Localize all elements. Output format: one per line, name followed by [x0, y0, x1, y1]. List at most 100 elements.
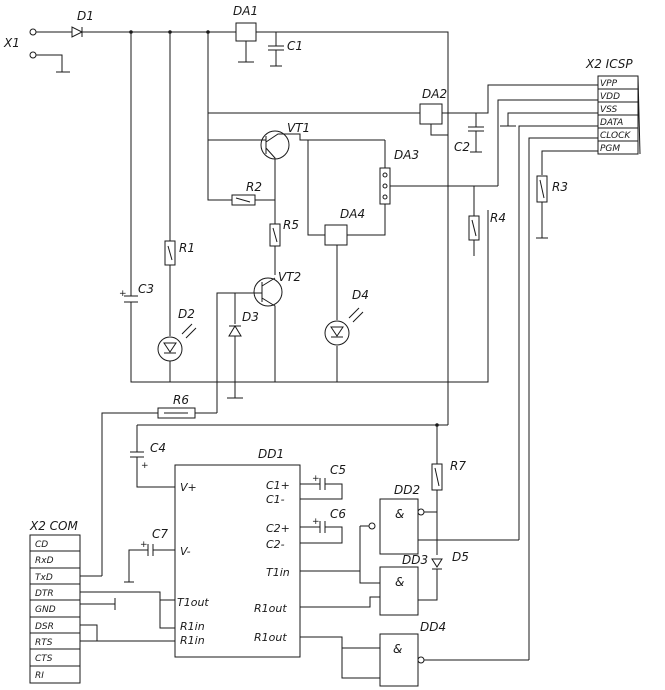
- d3-label: D3: [242, 310, 259, 324]
- dd4-output-bubble: [417, 656, 425, 664]
- r2-branch: [207, 32, 275, 201]
- r4-label: R4: [490, 211, 506, 225]
- capacitor-c7: [124, 544, 175, 583]
- ic-dd1: [174, 464, 301, 658]
- connector-x2-icsp: [597, 75, 641, 155]
- dd2-symbol: &: [395, 507, 404, 521]
- transistor-vt2: [235, 277, 283, 382]
- connector-x2-com: [29, 534, 81, 684]
- c2-label: C2: [454, 140, 470, 154]
- c7-plus: +: [140, 540, 148, 550]
- dd1-pin-vplus: V+: [180, 481, 197, 494]
- da2-label: DA2: [422, 87, 447, 101]
- dd1-pin-c1m: C1-: [266, 493, 285, 506]
- dd2-input-bubble: [368, 522, 376, 530]
- com-pin-ri: RI: [35, 671, 44, 681]
- d5-label: D5: [452, 550, 469, 564]
- r7-label: R7: [450, 459, 466, 473]
- icsp-pin-vdd: VDD: [600, 92, 620, 102]
- x1-label: X1: [3, 36, 20, 50]
- regulator-da1: [235, 22, 257, 63]
- c4-plus: +: [141, 461, 149, 471]
- icsp-pin-vpp: VPP: [600, 79, 618, 89]
- com-pin-cd: CD: [35, 540, 48, 550]
- c6-label: C6: [330, 507, 346, 521]
- d2-label: D2: [178, 307, 195, 321]
- c5-label: C5: [330, 463, 346, 477]
- dd3-symbol: &: [395, 575, 404, 589]
- d4-label: D4: [352, 288, 369, 302]
- c3-plus: +: [119, 289, 127, 299]
- transistor-vt1: [260, 130, 385, 200]
- gate-dd4: [379, 633, 419, 687]
- capacitor-c5: [300, 478, 343, 500]
- com-pin-txd: TxD: [35, 573, 53, 583]
- icsp-pin-data: DATA: [600, 118, 623, 128]
- dd2-output-bubble: [417, 508, 425, 516]
- dd1-pin-r1in-b: R1in: [180, 634, 205, 647]
- dd1-pin-c2p: C2+: [266, 522, 290, 535]
- regulator-da2: [419, 103, 443, 125]
- c6-plus: +: [312, 517, 320, 527]
- dd1-pin-r1out-a: R1out: [254, 602, 287, 615]
- gate-dd2: [379, 498, 419, 555]
- icsp-pin-clock: CLOCK: [600, 131, 631, 141]
- com-pin-gnd: GND: [35, 605, 56, 615]
- da4-label: DA4: [340, 207, 365, 221]
- da1-label: DA1: [233, 4, 258, 18]
- dd1-pin-r1in-a: R1in: [180, 620, 205, 633]
- r1-label: R1: [179, 241, 195, 255]
- c5-plus: +: [312, 474, 320, 484]
- com-pin-rts: RTS: [35, 638, 53, 648]
- com-pin-dsr: DSR: [35, 622, 54, 632]
- x2-com-title: X2 COM: [29, 519, 78, 533]
- c3-label: C3: [138, 282, 154, 296]
- r3-label: R3: [552, 180, 568, 194]
- icsp-pin-pgm: PGM: [600, 144, 620, 154]
- dd1-pin-c1p: C1+: [266, 479, 290, 492]
- capacitor-c2: [468, 113, 484, 153]
- dd1-pin-vminus: V-: [180, 545, 191, 558]
- led-d4: [324, 307, 364, 346]
- com-pin-cts: CTS: [35, 654, 53, 664]
- d1-label: D1: [77, 9, 94, 23]
- x2-icsp-title: X2 ICSP: [585, 57, 633, 71]
- diode-d3: [228, 325, 242, 337]
- r6-label: R6: [173, 393, 189, 407]
- dd3-label: DD3: [402, 553, 428, 567]
- com-pin-rxd: RxD: [35, 556, 54, 566]
- dd4-symbol: &: [393, 642, 402, 656]
- com-pin-dtr: DTR: [35, 589, 54, 599]
- dd1-pin-r1out-b: R1out: [254, 631, 287, 644]
- icsp-pin-vss: VSS: [600, 105, 618, 115]
- c1-label: C1: [287, 39, 303, 53]
- dd1-pin-c2m: C2-: [266, 538, 285, 551]
- diode-d5: [431, 558, 443, 570]
- led-d2: [157, 323, 197, 362]
- r6-link: [216, 292, 235, 413]
- d3-branch: [227, 293, 243, 399]
- vt1-label: VT1: [287, 121, 310, 135]
- c3-branch: [124, 32, 489, 383]
- dd2-label: DD2: [394, 483, 420, 497]
- connector-x1: [29, 28, 72, 73]
- c4-branch: [130, 424, 448, 488]
- da3-label: DA3: [394, 148, 419, 162]
- diode-d1: [71, 26, 84, 38]
- vt2-label: VT2: [278, 270, 301, 284]
- dd1-label: DD1: [258, 447, 284, 461]
- dd1-pin-t1in: T1in: [266, 566, 290, 579]
- dd4-label: DD4: [420, 620, 446, 634]
- c7-label: C7: [152, 527, 168, 541]
- capacitor-c6: [300, 521, 343, 544]
- regulator-da4: [324, 224, 348, 246]
- c4-label: C4: [150, 441, 166, 455]
- dd1-pin-t1out: T1out: [177, 596, 209, 609]
- top-rail: [82, 31, 449, 425]
- r5-label: R5: [283, 218, 299, 232]
- capacitor-c1: [268, 32, 284, 67]
- gate-dd3: [379, 566, 419, 616]
- r2-label: R2: [246, 180, 262, 194]
